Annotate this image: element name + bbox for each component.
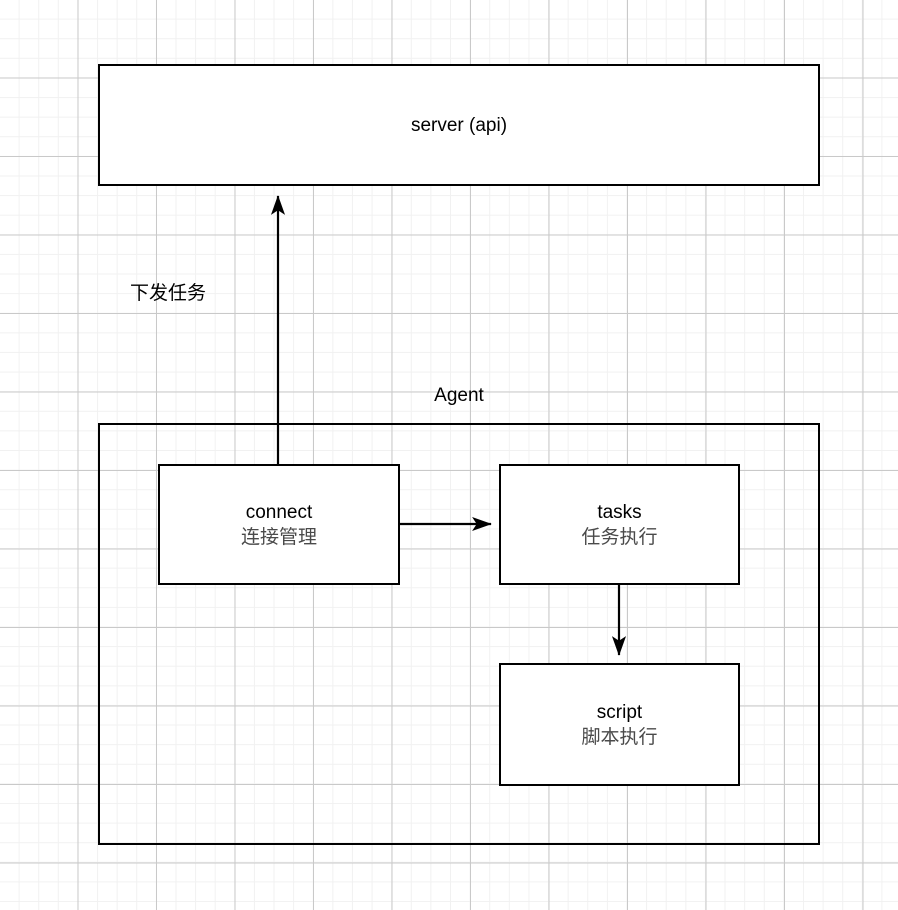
node-connect-sublabel: 连接管理 xyxy=(240,526,317,548)
agent-group-label: Agent xyxy=(434,385,484,406)
node-script-label: script xyxy=(596,701,643,723)
node-tasks[interactable]: tasks 任务执行 xyxy=(499,464,740,585)
edge-label-dispatch-task: 下发任务 xyxy=(130,283,207,304)
node-script[interactable]: script 脚本执行 xyxy=(499,663,740,786)
node-agent-container[interactable] xyxy=(98,423,820,845)
node-connect[interactable]: connect 连接管理 xyxy=(158,464,400,585)
node-connect-label: connect xyxy=(245,501,313,523)
node-tasks-label: tasks xyxy=(597,501,642,523)
node-tasks-sublabel: 任务执行 xyxy=(581,526,658,548)
node-server[interactable]: server (api) xyxy=(98,64,820,186)
node-script-sublabel: 脚本执行 xyxy=(581,726,658,748)
node-server-label: server (api) xyxy=(410,114,508,136)
